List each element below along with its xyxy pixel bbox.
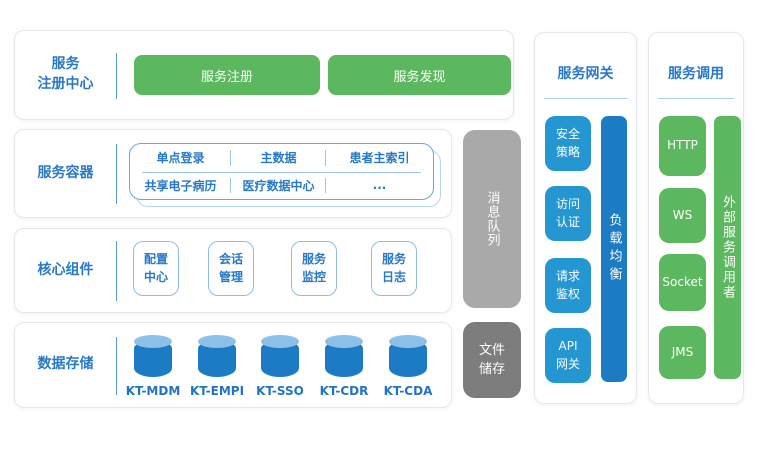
label-divider <box>116 53 117 99</box>
block-label-line: 配置 <box>143 252 168 267</box>
block-service-discovery: 服务发现 <box>328 55 511 95</box>
service-item-ellipsis: ... <box>372 178 387 193</box>
database-label: KT-CDR <box>319 384 369 398</box>
block-service-monitoring: 服务 监控 <box>291 241 337 296</box>
panel-service-container: 服务容器 单点登录 主数据 患者主索引 共享电子病历 医疗数据中心 ... <box>14 129 452 218</box>
block-label-line: 服务 <box>381 252 406 267</box>
service-item-medical-data-center: 医疗数据中心 <box>231 172 326 200</box>
block-label-line: 中心 <box>143 269 168 284</box>
block-label-line: API <box>558 339 578 354</box>
block-label-line: 认证 <box>555 214 580 229</box>
block-service-logs: 服务 日志 <box>371 241 417 296</box>
label-divider <box>116 241 117 301</box>
database-label: KT-EMPI <box>189 384 245 398</box>
database-kt-cda: KT-CDA <box>376 335 440 398</box>
database-label: KT-MDM <box>125 384 181 398</box>
block-message-queue: 消息队列 <box>463 130 521 308</box>
block-jms: JMS <box>659 326 706 379</box>
database-cylinder-icon <box>389 335 427 377</box>
database-cylinder-icon <box>325 335 363 377</box>
block-label-line: 网关 <box>555 356 580 371</box>
file-storage-label-line: 文件 <box>478 342 505 358</box>
database-kt-mdm: KT-MDM <box>121 335 185 398</box>
block-label-line: 鉴权 <box>555 286 580 301</box>
database-kt-cdr: KT-CDR <box>312 335 376 398</box>
block-access-authentication: 访问 认证 <box>545 186 591 241</box>
block-label-line: 安全 <box>555 127 580 142</box>
database-cylinder-icon <box>261 335 299 377</box>
block-label-line: 会话 <box>218 252 243 267</box>
panel-service-registry-center: 服务 注册中心 服务注册 服务发现 <box>14 30 514 120</box>
load-balancing-label: 负载均衡 <box>606 213 622 285</box>
block-api-gateway: API 网关 <box>545 328 591 383</box>
block-label-line: 服务 <box>301 252 326 267</box>
service-list-box: 单点登录 主数据 患者主索引 共享电子病历 医疗数据中心 ... <box>129 143 434 200</box>
database-cylinder-icon <box>134 335 172 377</box>
service-item-sso: 单点登录 <box>130 144 231 172</box>
label-divider <box>116 337 117 395</box>
panel-label-service-registry: 服务 注册中心 <box>15 31 116 119</box>
block-label-line: 日志 <box>381 269 406 284</box>
database-label: KT-CDA <box>383 384 433 398</box>
bar-load-balancing: 负载均衡 <box>601 116 627 382</box>
panel-label-line: 核心组件 <box>37 261 94 278</box>
label-divider <box>116 144 117 204</box>
block-socket: Socket <box>659 254 706 311</box>
block-service-register: 服务注册 <box>134 55 320 95</box>
database-label: KT-SSO <box>256 384 304 398</box>
block-security-policy: 安全 策略 <box>545 116 591 171</box>
block-ws: WS <box>659 188 706 243</box>
panel-label-line: 注册中心 <box>37 76 94 92</box>
block-label-line: 访问 <box>555 197 580 212</box>
service-item-master-data: 主数据 <box>231 144 326 172</box>
block-session-management: 会话 管理 <box>208 241 254 296</box>
database-kt-sso: KT-SSO <box>248 335 312 398</box>
block-label-line: 管理 <box>218 269 243 284</box>
service-item-patient-index: 患者主索引 <box>349 151 410 166</box>
bar-external-service-caller: 外部服务调用者 <box>714 116 741 379</box>
external-service-caller-label: 外部服务调用者 <box>720 195 735 300</box>
block-config-center: 配置 中心 <box>133 241 179 296</box>
service-container-stack: 单点登录 主数据 患者主索引 共享电子病历 医疗数据中心 ... <box>129 143 441 207</box>
panel-label-line: 服务 <box>51 56 80 73</box>
block-label-line: 策略 <box>555 144 580 159</box>
panel-label-line: 服务容器 <box>37 164 94 181</box>
message-queue-label: 消息队列 <box>484 191 500 247</box>
panel-service-gateway: 服务网关 安全 策略 访问 认证 请求 鉴权 API 网关 负载均衡 <box>534 32 637 404</box>
block-http: HTTP <box>659 116 706 176</box>
database-cylinder-icon <box>198 335 236 377</box>
panel-service-invocation: 服务调用 HTTP WS Socket JMS 外部服务调用者 <box>648 32 744 404</box>
block-label-line: 监控 <box>301 269 326 284</box>
panel-label-service-container: 服务容器 <box>15 130 116 217</box>
panel-core-components: 核心组件 配置 中心 会话 管理 服务 监控 服务 日志 <box>14 228 452 313</box>
panel-label-data-storage: 数据存储 <box>15 323 116 407</box>
panel-label-core-components: 核心组件 <box>15 229 116 312</box>
block-file-storage: 文件 储存 <box>463 322 521 398</box>
block-request-authorization: 请求 鉴权 <box>545 258 591 313</box>
panel-data-storage: 数据存储 KT-MDM KT-EMPI KT-SSO KT-CDR KT-CDA <box>14 322 452 408</box>
panel-label-line: 数据存储 <box>37 356 94 373</box>
service-item-shared-emr: 共享电子病历 <box>130 172 231 200</box>
database-kt-empi: KT-EMPI <box>185 335 249 398</box>
panel-title-service-gateway: 服务网关 <box>544 63 627 99</box>
panel-title-service-invocation: 服务调用 <box>658 63 734 99</box>
block-label-line: 请求 <box>555 269 580 284</box>
file-storage-label-line: 储存 <box>478 362 505 377</box>
